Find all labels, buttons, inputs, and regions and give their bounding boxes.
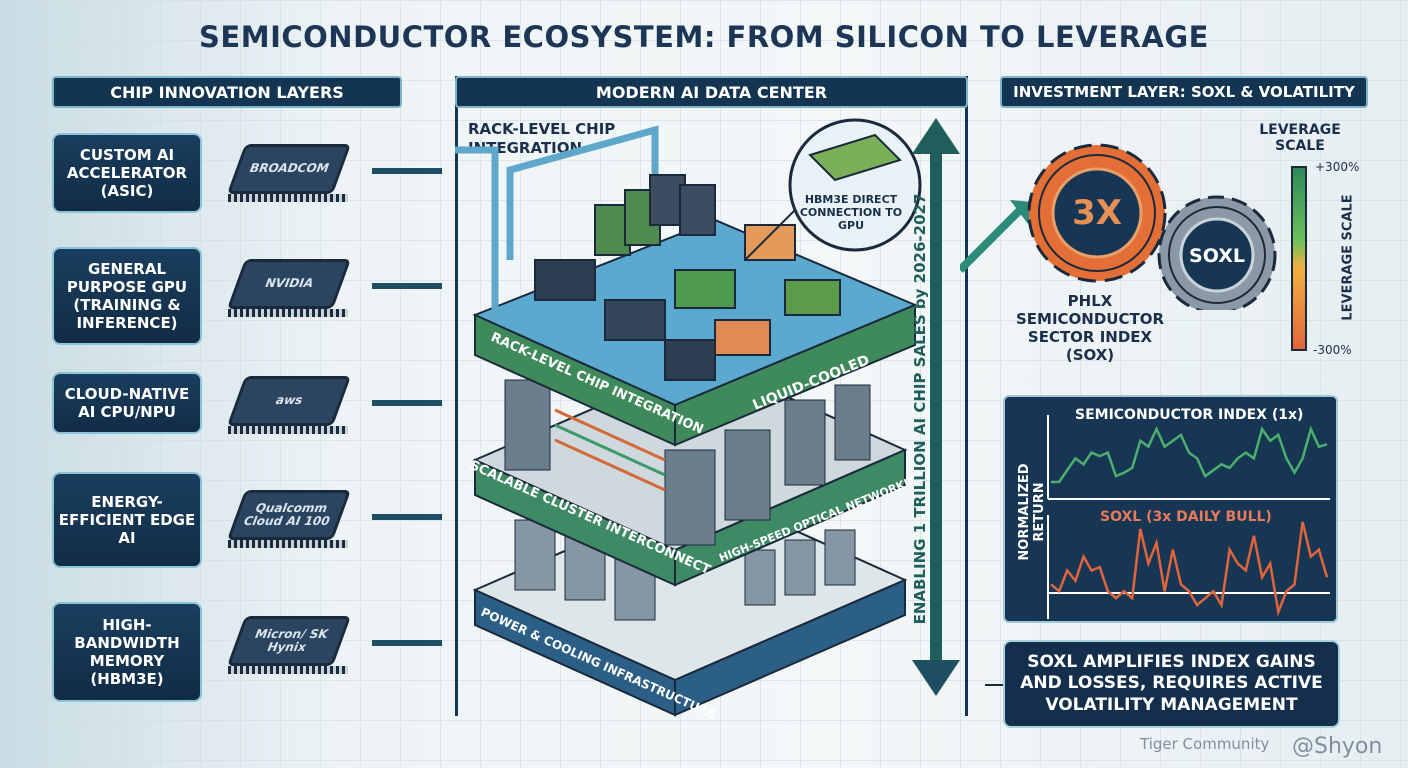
data-center-header: MODERN AI DATA CENTER [455,76,968,108]
series-line-1 [1051,425,1328,484]
isometric-stack: RACK-LEVEL CHIP INTEGRATION LIQUID-COOLE… [455,118,928,722]
chip-layer-label: HIGH-BANDWIDTH MEMORY (HBM3E) [52,602,202,702]
flow-arrow [372,514,442,520]
flow-arrow [372,283,442,289]
layer-rack-side-right [674,303,916,447]
leverage-scale-title: LEVERAGE SCALE [1259,122,1341,155]
callout-chip [808,133,902,182]
chip-brand: Micron/ SK Hynix [252,626,331,654]
chip-brand: BROADCOM [247,161,331,176]
growth-arrow-text: ENABLING 1 TRILLION AI CHIP SALES by 202… [911,193,929,625]
chip-icon: Qualcomm Cloud AI 100 [218,484,360,554]
hbm3e-callout: HBM3E DIRECT CONNECTION TO GPU [799,193,903,233]
flow-arrow [372,640,442,646]
scale-vertical-label: LEVERAGE SCALE [1340,194,1356,321]
chip-layer-label: CLOUD-NATIVE AI CPU/NPU [52,372,202,434]
rack-chips [534,174,841,381]
chip-body: Micron/ SK Hynix [226,616,352,666]
arrow-head-icon [1010,200,1032,224]
gear-soxl-icon [1157,195,1277,310]
chip-body: aws [226,376,352,426]
chip-body: NVIDIA [226,259,352,309]
data-center-panel [455,76,968,716]
watermark-brand: Tiger Community [1140,735,1270,753]
flow-arrow [960,207,1023,273]
summary-box: SOXL AMPLIFIES INDEX GAINS AND LOSSES, R… [1003,640,1340,728]
scale-top-label: +300% [1315,160,1360,174]
chip-layer-label: CUSTOM AI ACCELERATOR (ASIC) [52,133,202,213]
chip-body: BROADCOM [226,144,352,194]
arrow-down-icon [912,660,960,696]
leverage-scale-bar [1291,166,1307,351]
layer-cluster-side-right [674,448,906,587]
chip-pins [228,666,348,674]
chip-layer-label: GENERAL PURPOSE GPU (TRAINING & INFERENC… [52,247,202,345]
chip-brand: NVIDIA [262,276,316,291]
chip-pins [228,309,348,317]
arrow-up-icon [912,118,960,154]
chart-plot [1047,415,1330,619]
network-cables [554,408,666,492]
chip-layer-label: ENERGY-EFFICIENT EDGE AI [52,472,202,568]
gear-3x-label: 3X [1072,193,1122,233]
chip-icon: Micron/ SK Hynix [218,610,360,680]
gear-soxl-label: SOXL [1189,245,1245,267]
watermark-handle: @Shyon [1292,734,1383,759]
series-1-label: SEMICONDUCTOR INDEX (1x) [1075,407,1304,423]
chip-icon: BROADCOM [218,138,360,208]
scale-bottom-label: -300% [1313,343,1352,357]
chip-body: Qualcomm Cloud AI 100 [226,490,352,540]
chip-pins [228,194,348,202]
cooling-pipe [455,146,499,320]
investment-header: INVESTMENT LAYER: SOXL & VOLATILITY [1000,76,1368,108]
series-line-2 [1050,521,1329,617]
gears-graphic [960,143,1277,310]
gear-3x-icon [1027,143,1167,283]
chip-pins [228,426,348,434]
series-2-label: SOXL (3x DAILY BULL) [1100,509,1272,525]
flow-arrow [372,168,442,174]
growth-arrow-shaft [930,150,942,670]
chip-brand: Qualcomm Cloud AI 100 [241,500,333,528]
flow-arrow [372,400,442,406]
chip-layers-header: CHIP INNOVATION LAYERS [52,76,402,108]
cluster-servers [504,379,871,546]
chip-icon: NVIDIA [218,253,360,323]
chip-icon: aws [218,370,360,440]
chip-pins [228,540,348,548]
page-title: SEMICONDUCTOR ECOSYSTEM: FROM SILICON TO… [199,20,1209,54]
returns-chart: NORMALIZED RETURN SEMICONDUCTOR INDEX (1… [1003,395,1338,623]
connector-line [985,684,1003,686]
layer-power-side-right [674,578,906,717]
sox-index-label: PHLX SEMICONDUCTOR SECTOR INDEX (SOX) [1015,292,1165,364]
chip-brand: aws [273,393,305,408]
